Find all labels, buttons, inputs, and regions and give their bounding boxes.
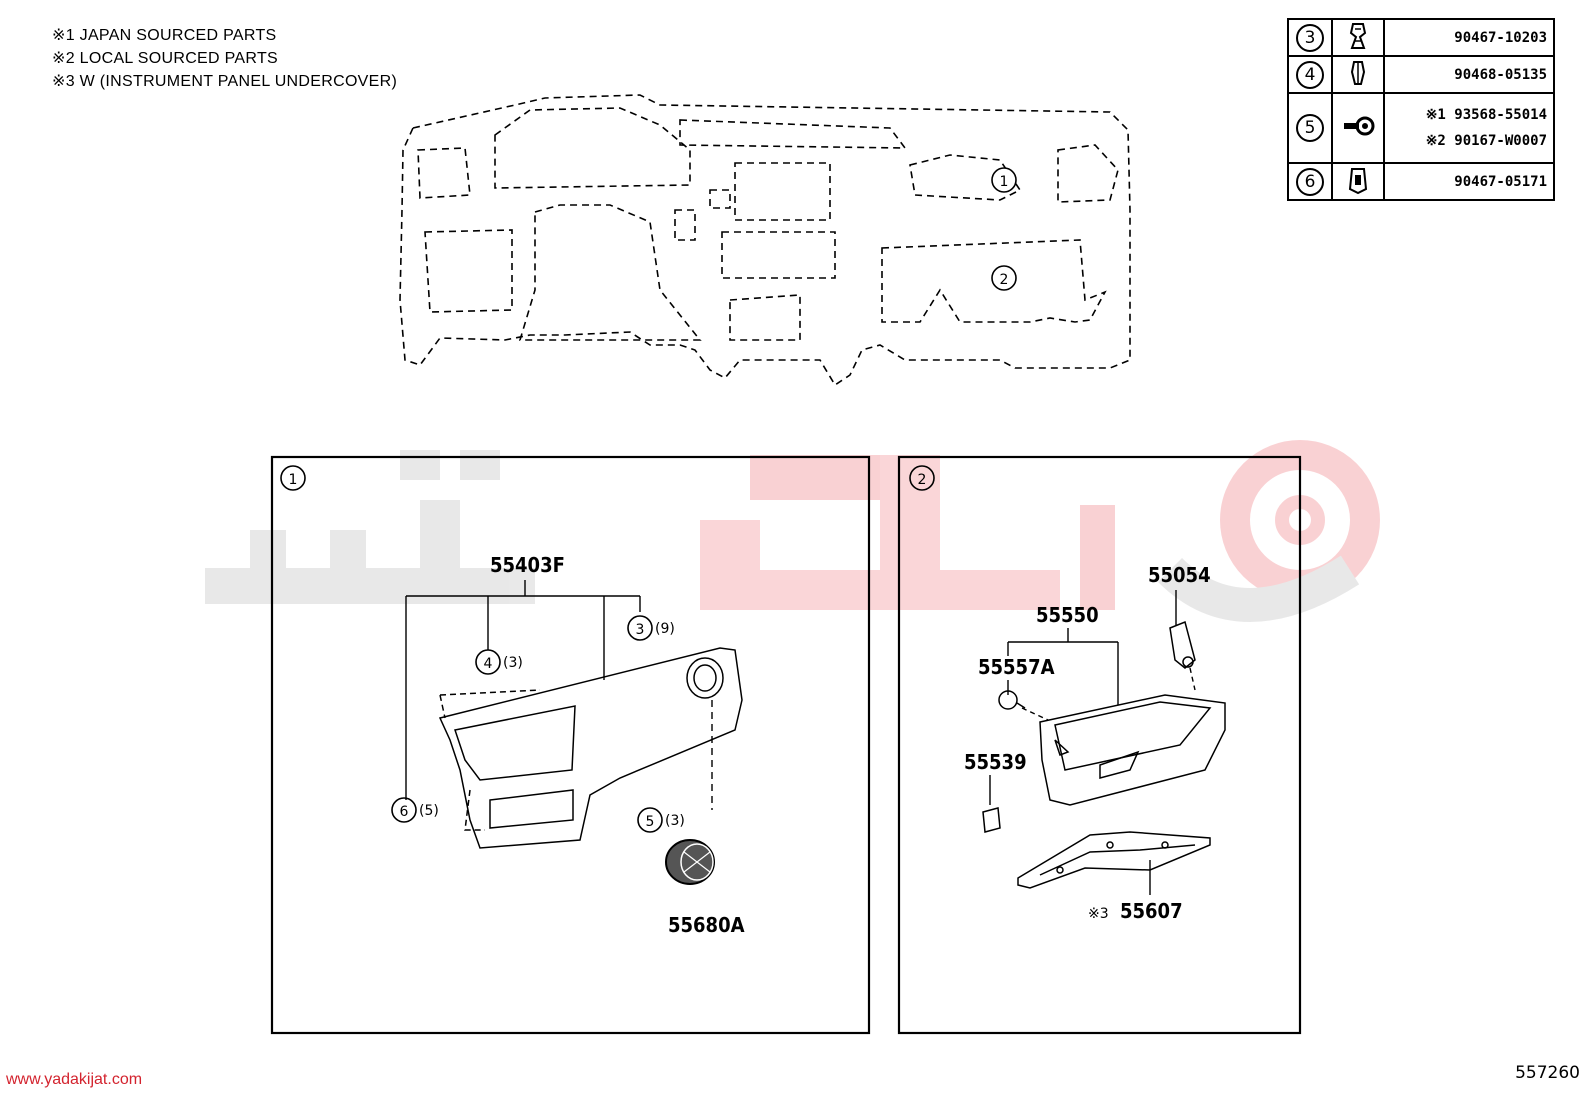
svg-text:(5): (5) [419,803,439,819]
svg-text:2: 2 [1000,272,1009,288]
part-label-55607: 55607 [1120,899,1183,923]
svg-text:(9): (9) [655,621,675,637]
vent-drawing [665,839,715,885]
panel-1-marker: 1 [289,472,298,488]
diagram-code: 557260 [1515,1063,1580,1083]
panel-2-marker: 2 [918,472,927,488]
watermark [205,440,1380,622]
svg-text:(3): (3) [503,655,523,671]
svg-text:(3): (3) [665,813,685,829]
notes: ※1 JAPAN SOURCED PARTS ※2 LOCAL SOURCED … [52,24,397,93]
clip-icon [1331,18,1385,57]
parts-table: 3 90467-10203 4 90468-05135 5 ※1 93568-5… [1287,18,1555,201]
part-label-55054: 55054 [1148,563,1211,587]
damper-drawing [1169,620,1196,669]
dashboard-overview [399,94,1131,387]
svg-text:1: 1 [1000,174,1009,190]
svg-text:4: 4 [484,656,493,672]
clip-icon [1331,55,1385,94]
part-label-55680A: 55680A [668,913,745,937]
footer-url[interactable]: www.yadakijat.com [6,1071,143,1088]
note-local: ※2 LOCAL SOURCED PARTS [52,50,278,67]
part-label-55557A: 55557A [978,655,1055,679]
lower-panel-drawing [438,647,743,849]
part-label-55539: 55539 [964,750,1027,774]
index-4: 4 [1296,60,1324,89]
part-label-55550: 55550 [1036,603,1099,627]
catch-drawing [982,807,1001,833]
detail-panel-1: 1 55403F 3 (9) 4 (3) 6 (5) 5 (3) [270,455,871,1035]
part-label-55403F: 55403F [490,553,565,577]
index-3: 3 [1296,23,1324,52]
overview-callout-1: 1 [991,167,1017,193]
note-undercover: ※3 W (INSTRUMENT PANEL UNDERCOVER) [52,73,398,90]
undercover-drawing [1017,831,1211,889]
note-marker: ※3 [1088,906,1109,922]
detail-panel-2: 2 55054 55550 55557A 55539 ※3 55607 [897,455,1302,1035]
stopper-drawing [998,690,1026,710]
parts-row: 3 90467-10203 [1287,18,1555,57]
index-6: 6 [1296,167,1324,196]
part-number: 90467-05171 [1454,173,1547,190]
part-number: ※2 90167-W0007 [1425,133,1547,149]
svg-text:5: 5 [646,814,655,830]
part-number: 90468-05135 [1454,66,1547,83]
part-number: ※1 93568-55014 [1425,107,1547,123]
clip-icon [1331,162,1385,201]
note-japan: ※1 JAPAN SOURCED PARTS [52,27,277,44]
part-number: 90467-10203 [1454,29,1547,46]
screw-icon [1331,92,1385,164]
parts-row: 6 90467-05171 [1287,162,1555,201]
overview-callout-2: 2 [991,265,1017,291]
parts-row: 5 ※1 93568-55014 ※2 90167-W0007 [1287,92,1555,164]
parts-row: 4 90468-05135 [1287,55,1555,94]
svg-text:6: 6 [400,804,409,820]
index-5: 5 [1296,114,1324,142]
glove-box-drawing [1039,694,1226,806]
svg-text:3: 3 [636,622,645,638]
